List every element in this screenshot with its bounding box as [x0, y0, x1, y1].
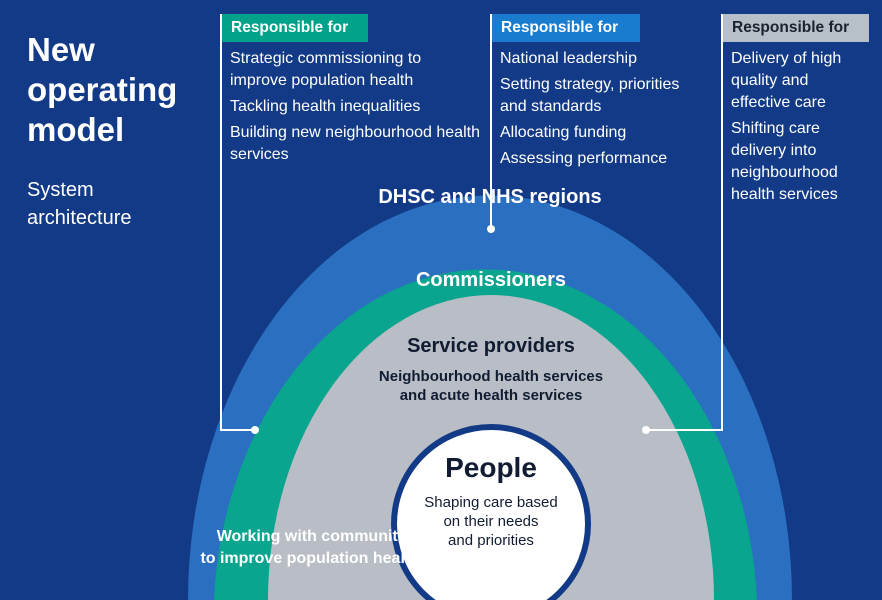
- providers-responsibilities: Delivery of high quality and effective c…: [731, 48, 871, 210]
- service-providers-title: Service providers: [407, 335, 575, 357]
- connector-dot-center: [487, 225, 495, 233]
- commissioners-responsible-label: Responsible for: [222, 14, 368, 42]
- list-item: National leadership: [500, 50, 637, 67]
- commissioners-responsibilities: Strategic commissioning to improve popul…: [230, 48, 480, 170]
- list-item: Shifting care delivery into neighbourhoo…: [731, 120, 838, 203]
- list-item: Tackling health inequalities: [230, 98, 421, 115]
- communities-label: Working with communities to improve popu…: [200, 528, 420, 567]
- list-item: Setting strategy, priorities and standar…: [500, 76, 680, 115]
- connector-line-left: [220, 14, 222, 430]
- people-circle: [391, 424, 591, 600]
- list-item: Building new neighbourhood health servic…: [230, 124, 480, 163]
- connector-line-left-h: [220, 429, 254, 431]
- list-item: Delivery of high quality and effective c…: [731, 50, 842, 111]
- list-item: Assessing performance: [500, 150, 668, 167]
- connector-dot-right: [642, 426, 650, 434]
- people-description: Shaping care based on their needs and pr…: [424, 494, 558, 549]
- list-item: Allocating funding: [500, 124, 627, 141]
- connector-line-right: [721, 14, 723, 430]
- connector-dot-left: [251, 426, 259, 434]
- people-title: People: [445, 452, 537, 483]
- commissioners-layer-label: Commissioners: [415, 269, 567, 291]
- connector-line-right-h: [646, 429, 723, 431]
- page-subtitle: System architecture: [27, 179, 132, 229]
- page-title: New operating model: [27, 31, 178, 148]
- providers-responsible-label: Responsible for: [723, 14, 869, 42]
- service-providers-description: Neighbourhood health services and acute …: [378, 368, 604, 404]
- dhsc-responsible-label: Responsible for: [492, 14, 640, 42]
- list-item: Strategic commissioning to improve popul…: [230, 50, 422, 89]
- connector-line-center: [490, 14, 492, 230]
- dhsc-layer-label: DHSC and NHS regions: [378, 186, 602, 208]
- dhsc-responsibilities: National leadership Setting strategy, pr…: [500, 48, 710, 174]
